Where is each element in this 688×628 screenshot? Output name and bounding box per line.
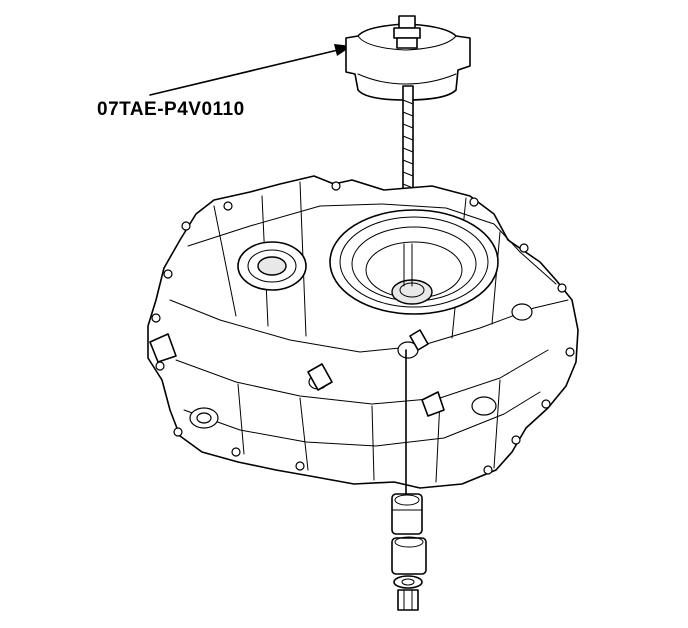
lower-fastener-stack-icon [391, 493, 427, 611]
leader-arrow [149, 44, 352, 96]
transmission-housing-icon [147, 175, 579, 489]
tool-part-number-label: 07TAE-P4V0110 [97, 99, 245, 120]
